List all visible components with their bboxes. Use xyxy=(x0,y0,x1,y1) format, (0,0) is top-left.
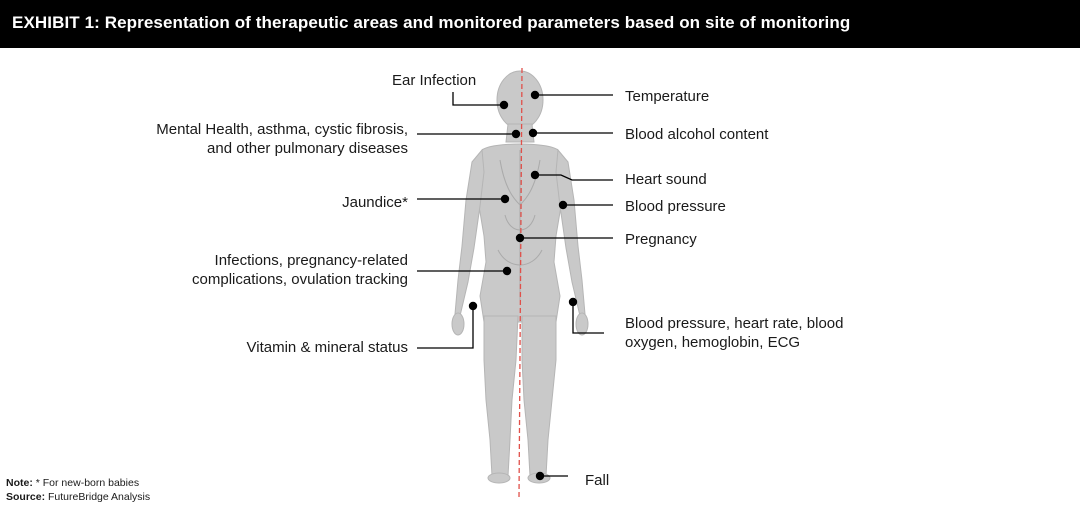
body-foot-left xyxy=(487,472,511,484)
dot-vitamin xyxy=(468,301,478,311)
dot-mental-health xyxy=(511,129,521,139)
body-silhouette xyxy=(451,70,589,484)
label-infections: Infections, pregnancy-related complicati… xyxy=(192,251,408,289)
label-bp-hr-line1: Blood pressure, heart rate, blood xyxy=(625,315,844,332)
dot-jaundice xyxy=(500,194,510,204)
label-infections-line1: Infections, pregnancy-related xyxy=(214,252,408,269)
dot-temperature xyxy=(530,90,540,100)
left-dots xyxy=(468,100,521,311)
leader-vitamin xyxy=(417,306,474,349)
body-hand-left xyxy=(451,312,465,336)
label-blood-pressure: Blood pressure xyxy=(625,198,726,215)
label-bp-hr: Blood pressure, heart rate, blood oxygen… xyxy=(625,314,843,352)
label-heart-sound: Heart sound xyxy=(625,171,707,188)
label-ear-infection: Ear Infection xyxy=(392,72,477,89)
right-dots xyxy=(515,90,578,481)
dot-fall xyxy=(535,471,545,481)
right-leaders xyxy=(520,94,613,477)
footnote-source: Source: FutureBridge Analysis xyxy=(6,490,150,504)
left-leaders xyxy=(417,92,516,349)
body-leg-left xyxy=(483,315,519,477)
dot-pregnancy xyxy=(515,233,525,243)
label-infections-line2: complications, ovulation tracking xyxy=(192,271,408,288)
footnote: Note: * For new-born babies Source: Futu… xyxy=(6,476,150,504)
exhibit-header: EXHIBIT 1: Representation of therapeutic… xyxy=(0,0,1080,48)
footnote-source-label: Source: xyxy=(6,491,46,503)
label-bp-hr-line2: oxygen, hemoglobin, ECG xyxy=(625,334,801,351)
dot-heart-sound xyxy=(530,170,540,180)
body-head xyxy=(496,70,544,130)
dot-blood-pressure xyxy=(558,200,568,210)
dot-blood-alcohol xyxy=(528,128,538,138)
leader-heart-sound xyxy=(535,174,613,181)
footnote-note: Note: * For new-born babies xyxy=(6,476,150,490)
label-blood-alcohol: Blood alcohol content xyxy=(625,126,769,143)
body-leg-right xyxy=(521,315,557,477)
dot-bp-hr xyxy=(568,297,578,307)
label-vitamin: Vitamin & mineral status xyxy=(246,339,408,356)
body-hand-right xyxy=(575,312,589,336)
label-fall: Fall xyxy=(585,472,610,489)
footnote-source-text: FutureBridge Analysis xyxy=(45,491,151,503)
label-temperature: Temperature xyxy=(625,88,710,105)
label-mental-health-line2: and other pulmonary diseases xyxy=(207,140,408,157)
label-pregnancy: Pregnancy xyxy=(625,231,697,248)
footnote-note-label: Note: xyxy=(6,477,33,489)
leader-bp-hr xyxy=(572,302,604,334)
dot-infections xyxy=(502,266,512,276)
body-arm-left xyxy=(454,148,485,317)
label-mental-health-line1: Mental Health, asthma, cystic fibrosis, xyxy=(156,121,408,138)
exhibit-title: EXHIBIT 1: Representation of therapeutic… xyxy=(12,13,851,32)
dot-ear-infection xyxy=(499,100,509,110)
label-jaundice: Jaundice* xyxy=(342,194,408,211)
leader-ear-infection xyxy=(452,92,504,106)
footnote-note-text: * For new-born babies xyxy=(32,477,140,489)
label-mental-health: Mental Health, asthma, cystic fibrosis, … xyxy=(156,120,408,158)
